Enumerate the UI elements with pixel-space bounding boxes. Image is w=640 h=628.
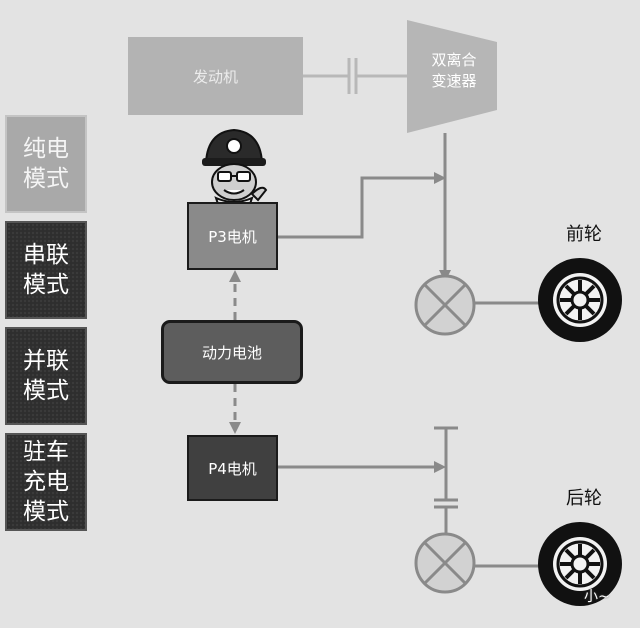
rear-differential [414, 532, 476, 594]
watermark: 小~ [584, 589, 610, 605]
mode-parking-charge: 驻车 充电 模式 [5, 433, 87, 531]
front-wheel-icon [538, 258, 622, 342]
battery-to-p3-arrow [229, 270, 241, 282]
rear-wheel-label: 后轮 [566, 488, 602, 509]
battery-to-p4-arrow [229, 422, 241, 434]
p4-motor-block: P4电机 [187, 435, 278, 501]
engine-block: 发动机 [128, 37, 303, 115]
dct-label: 双离合 变速器 [431, 51, 477, 90]
mode-series: 串联 模式 [5, 221, 87, 319]
p3-motor-block: P3电机 [187, 202, 278, 270]
mascot-icon [202, 128, 268, 205]
front-differential [414, 274, 476, 336]
rear-shaft [434, 426, 458, 534]
p3-path-arrow [434, 172, 446, 184]
rear-wheel-icon [538, 522, 622, 606]
mode-pure-electric: 纯电 模式 [5, 115, 87, 213]
p3-power-path [278, 176, 436, 239]
dct-gearbox [407, 20, 497, 133]
engine-shaft [303, 58, 407, 94]
p4-path-arrow [434, 461, 446, 473]
front-wheel-label: 前轮 [566, 224, 602, 245]
mode-parallel: 并联 模式 [5, 327, 87, 425]
battery-block: 动力电池 [161, 320, 303, 384]
